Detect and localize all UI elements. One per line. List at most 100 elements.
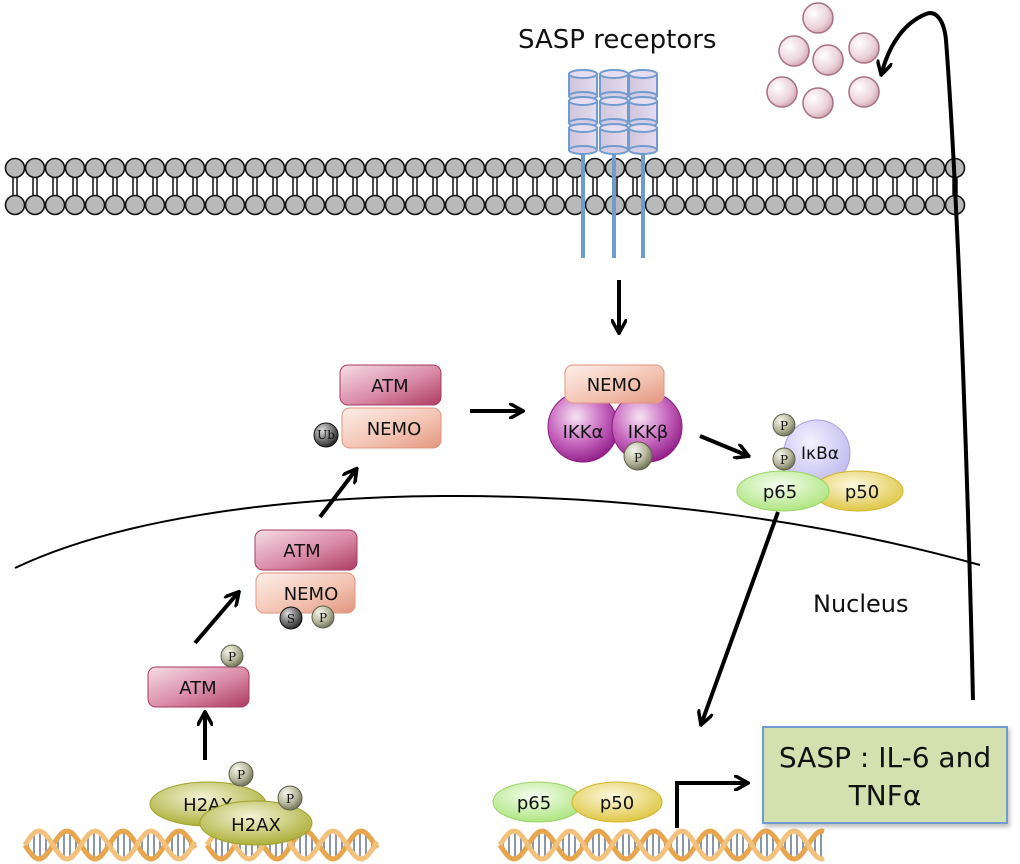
lipid-head (224, 157, 246, 179)
p65-label: p65 (517, 793, 551, 814)
atm-nemo-cytoplasmic-complex: ATM NEMO Ub (313, 364, 442, 449)
lipid-head (4, 194, 26, 216)
nemo-label: NEMO (587, 375, 642, 396)
p65-label: p65 (763, 482, 797, 503)
lipid-head (904, 194, 926, 216)
sasp-factor (802, 2, 834, 34)
lipid-head (784, 157, 806, 179)
lipid-head (864, 194, 886, 216)
lipid-head (444, 194, 466, 216)
lipid-head (84, 194, 106, 216)
lipid-head (584, 194, 606, 216)
transcription-arrow (675, 783, 745, 828)
nemo-label: NEMO (284, 584, 339, 605)
lipid-head (344, 157, 366, 179)
lipid-head (44, 157, 66, 179)
phospho-site: P (772, 413, 796, 437)
lipid-head (404, 157, 426, 179)
lipid-head (464, 194, 486, 216)
lipid-head (244, 157, 266, 179)
lipid-head (884, 157, 906, 179)
ikk-beta-label: IKKβ (628, 422, 668, 443)
sumo-site: S (279, 606, 303, 630)
ikba-label: IκBα (801, 444, 839, 464)
ikba-nfkb-complex: IκBα p50 p65 P P (736, 413, 904, 512)
sasp-output-line2: TNFα (848, 779, 922, 812)
sasp-factor (766, 76, 798, 108)
lipid-head (764, 157, 786, 179)
lipid-head (84, 157, 106, 179)
receptor-subunit (628, 123, 658, 155)
nemo-label: NEMO (367, 419, 422, 440)
receptor-subunit (599, 96, 629, 128)
lipid-head (924, 194, 946, 216)
lipid-head (784, 194, 806, 216)
lipid-head (344, 194, 366, 216)
lipid-head (24, 157, 46, 179)
svg-text:P: P (286, 792, 294, 806)
svg-text:P: P (228, 650, 236, 664)
sasp-factor (848, 76, 880, 108)
lipid-head (524, 157, 546, 179)
p50-label: p50 (845, 482, 879, 503)
lipid-head (724, 157, 746, 179)
dna-helix (497, 828, 825, 862)
lipid-head (124, 157, 146, 179)
phospho-site: P (228, 761, 254, 787)
receptor-subunit (599, 123, 629, 155)
lipid-head (644, 157, 666, 179)
lipid-head (384, 194, 406, 216)
atm-to-atm-nemo-arrow (193, 594, 237, 645)
lipid-head (544, 157, 566, 179)
lipid-head (304, 194, 326, 216)
lipid-head (324, 194, 346, 216)
lipid-head (384, 157, 406, 179)
lipid-head (364, 194, 386, 216)
sasp-factor (848, 32, 880, 64)
atm-label: ATM (179, 678, 216, 699)
lipid-head (824, 194, 846, 216)
sasp-output-line1: SASP : IL-6 and (779, 741, 991, 774)
phospho-site: P (277, 785, 303, 811)
lipid-head (584, 157, 606, 179)
lipid-head (684, 194, 706, 216)
lipid-head (104, 157, 126, 179)
lipid-head (844, 194, 866, 216)
atm-label: ATM (283, 541, 320, 562)
lipid-head (924, 157, 946, 179)
lipid-head (184, 194, 206, 216)
p50-label: p50 (600, 793, 634, 814)
plasma-membrane (4, 157, 966, 216)
lipid-head (24, 194, 46, 216)
lipid-head (264, 157, 286, 179)
lipid-head (724, 194, 746, 216)
lipid-head (284, 157, 306, 179)
sasp-factor (812, 44, 844, 76)
lipid-head (464, 157, 486, 179)
lipid-head (204, 194, 226, 216)
lipid-head (844, 157, 866, 179)
lipid-head (504, 157, 526, 179)
nfkb-dna-bound: p65 p50 (492, 781, 663, 823)
lipid-head (484, 157, 506, 179)
lipid-head (424, 194, 446, 216)
lipid-head (524, 194, 546, 216)
lipid-head (544, 194, 566, 216)
phospho-site: P (311, 605, 335, 629)
lipid-head (304, 157, 326, 179)
lipid-head (424, 157, 446, 179)
lipid-head (364, 157, 386, 179)
svg-text:P: P (319, 611, 327, 625)
lipid-head (144, 157, 166, 179)
sasp-factor (802, 87, 834, 119)
receptor-subunit (568, 123, 598, 155)
nucleus-export-arrow (318, 471, 355, 519)
lipid-head (164, 157, 186, 179)
lipid-head (44, 194, 66, 216)
receptor-subunit (628, 69, 658, 101)
ikk-to-ikba-arrow (699, 434, 746, 455)
lipid-head (444, 157, 466, 179)
lipid-head (764, 194, 786, 216)
lipid-head (264, 194, 286, 216)
h2ax-label-2: H2AX (231, 815, 281, 836)
